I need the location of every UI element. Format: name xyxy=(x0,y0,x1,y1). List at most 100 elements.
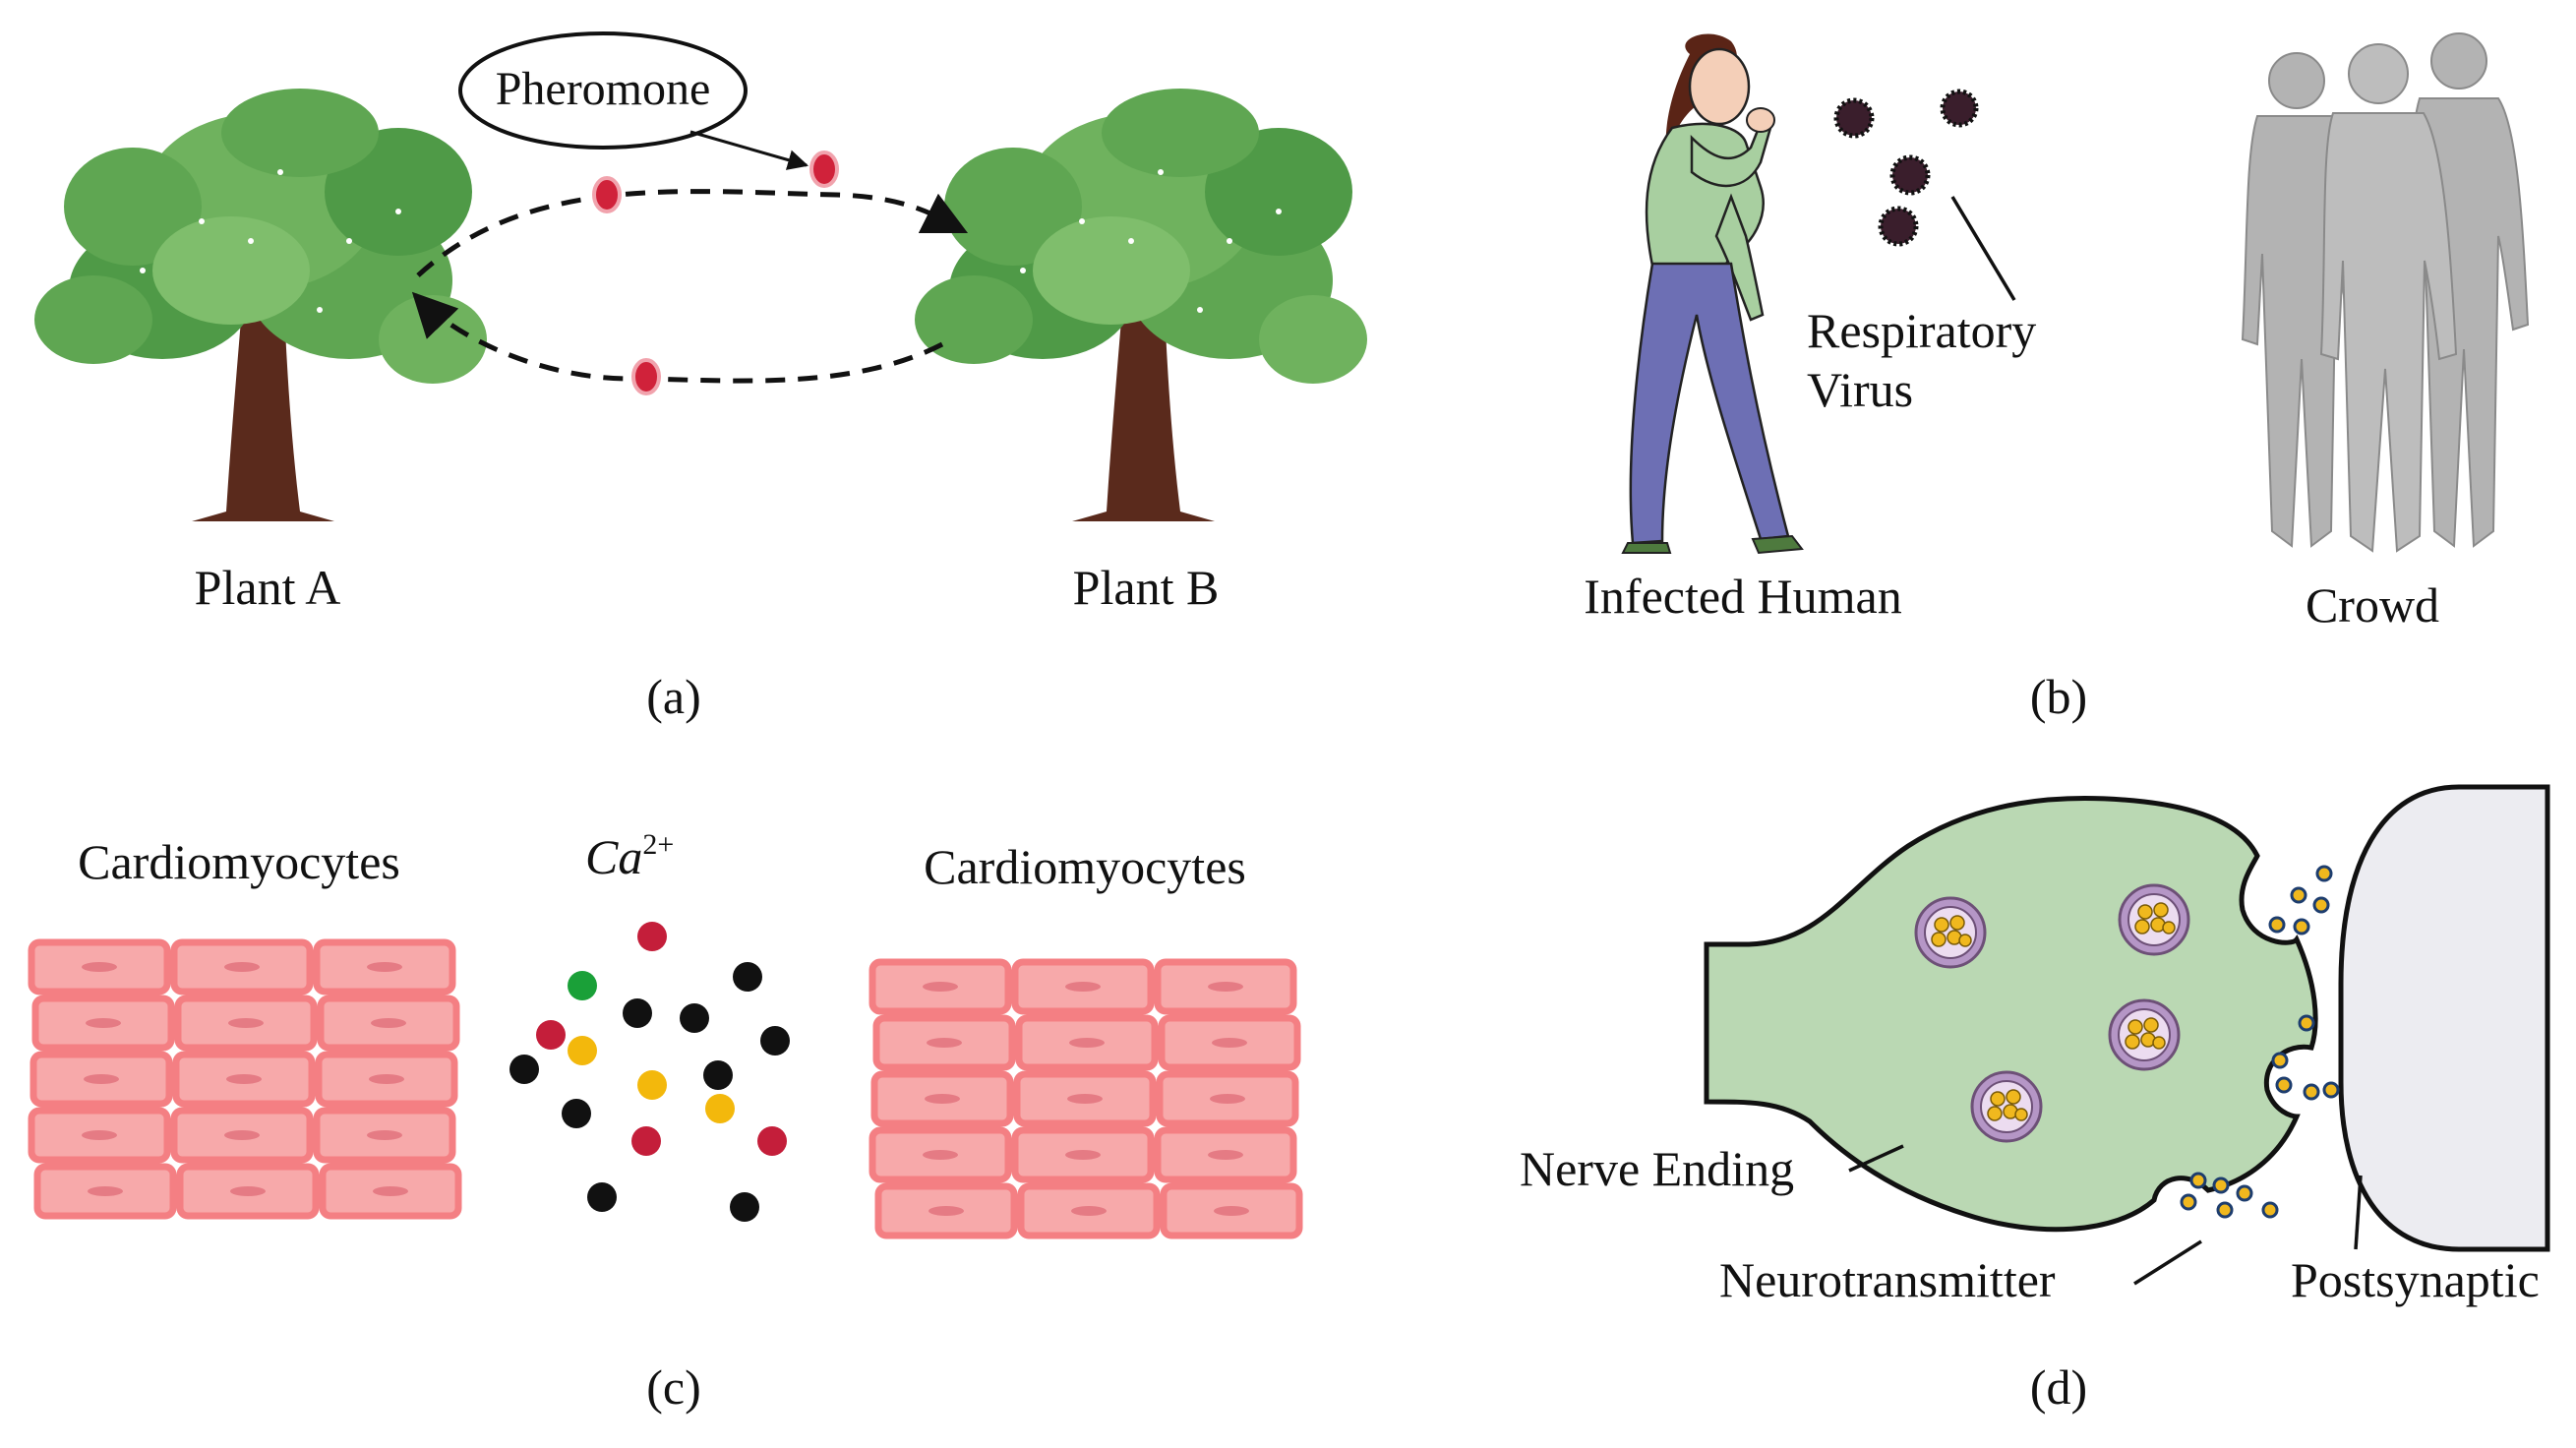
cardiomyocyte-cell xyxy=(313,1107,456,1164)
cell-nucleus xyxy=(927,1038,962,1048)
postsynaptic-pointer xyxy=(2354,1175,2363,1250)
cardiomyocyte-cell xyxy=(174,995,318,1052)
calcium-ion-dot xyxy=(509,1055,539,1084)
right-cardiomyocytes-label: Cardiomyocytes xyxy=(924,839,1246,894)
cardiomyocyte-cell xyxy=(1154,1126,1297,1183)
virus-icon xyxy=(1940,89,1979,128)
cell-nucleus xyxy=(1071,1206,1107,1216)
infected-human-label: Infected Human xyxy=(1584,569,1901,624)
cell-nucleus xyxy=(1210,1094,1245,1104)
panel-a-caption: (a) xyxy=(646,669,701,724)
plant-b-label: Plant B xyxy=(1073,560,1220,615)
pheromone-dot xyxy=(592,176,622,213)
plant-b-tree-icon xyxy=(915,89,1367,521)
pheromone-callout-pointer xyxy=(689,130,809,170)
cardiomyocyte-cell xyxy=(315,1051,458,1108)
pheromone-label: Pheromone xyxy=(496,63,711,115)
cardiomyocyte-cell xyxy=(1013,1070,1157,1127)
cardiomyocyte-cell xyxy=(1015,1014,1159,1071)
cardiomyocyte-cell xyxy=(1017,1182,1161,1239)
panel-c-caption: (c) xyxy=(646,1359,701,1415)
cardiomyocyte-cell xyxy=(172,1051,316,1108)
virus-pointer-line xyxy=(1950,196,2016,301)
cardiomyocyte-cell xyxy=(28,938,171,996)
calcium-ion-dot xyxy=(587,1182,617,1212)
cell-nucleus xyxy=(923,1150,958,1160)
virus-icon xyxy=(1878,206,1919,247)
panel-a: Pheromone Plant A Plant B (a) xyxy=(34,31,1367,724)
cardiomyocyte-cell xyxy=(1160,1182,1303,1239)
cardiomyocyte-tissue-right xyxy=(869,958,1303,1239)
cardiomyocyte-cell xyxy=(313,938,456,996)
cell-nucleus xyxy=(230,1186,266,1196)
panel-b: Respiratory Virus Infected Human Crowd (… xyxy=(1584,32,2530,724)
cardiomyocyte-cell xyxy=(30,1051,173,1108)
plant-a-tree-icon xyxy=(34,89,487,521)
cell-nucleus xyxy=(1212,1038,1247,1048)
virus-icon xyxy=(1833,97,1875,139)
pheromone-callout-bubble xyxy=(458,31,748,150)
cell-nucleus xyxy=(1214,1206,1249,1216)
nerve-ending-label: Nerve Ending xyxy=(1520,1141,1794,1196)
cell-nucleus xyxy=(371,1018,406,1028)
postsynaptic-label: Postsynaptic xyxy=(2291,1252,2540,1307)
calcium-ion-dot xyxy=(631,1126,661,1156)
ion-cluster xyxy=(509,922,790,1222)
cardiomyocyte-cell xyxy=(872,1014,1016,1071)
cardiomyocyte-cell xyxy=(874,1182,1018,1239)
cell-nucleus xyxy=(367,962,402,972)
cardiomyocyte-cell xyxy=(1011,958,1155,1015)
exchange-arrow-b-to-a xyxy=(411,291,944,384)
cell-nucleus xyxy=(929,1206,964,1216)
panel-c: Cardiomyocytes Cardiomyocytes Ca2+ (c) xyxy=(28,828,1303,1415)
cardiomyocyte-cell xyxy=(176,1163,320,1220)
panel-d: Nerve Ending Neurotransmitter Postsynapt… xyxy=(1520,784,2550,1415)
calcium-ion-dot xyxy=(568,1036,597,1065)
cell-nucleus xyxy=(369,1074,404,1084)
calcium-ion-dot xyxy=(562,1099,591,1128)
calcium-ion-dot xyxy=(703,1060,733,1090)
cell-nucleus xyxy=(88,1186,123,1196)
virus-particles xyxy=(1833,89,1979,247)
nerve-ending xyxy=(1704,795,2318,1233)
cardiomyocyte-cell xyxy=(1158,1014,1301,1071)
cell-nucleus xyxy=(1069,1038,1105,1048)
cell-nucleus xyxy=(925,1094,960,1104)
cardiomyocyte-cell xyxy=(317,995,460,1052)
virus-label-line2: Virus xyxy=(1807,362,1913,417)
calcium-ion-dot xyxy=(637,922,667,951)
calcium-ion-dot xyxy=(730,1192,759,1222)
cell-nucleus xyxy=(1208,982,1243,992)
cardiomyocyte-cell xyxy=(28,1107,171,1164)
cardiomyocyte-cell xyxy=(1011,1126,1155,1183)
virus-icon xyxy=(1889,154,1931,196)
cardiomyocyte-cell xyxy=(33,1163,177,1220)
infected-human-icon xyxy=(1621,33,1804,555)
cell-nucleus xyxy=(226,1074,262,1084)
cardiomyocyte-cell xyxy=(31,995,175,1052)
calcium-ion-dot xyxy=(760,1026,790,1056)
cardiomyocyte-cell xyxy=(869,1126,1012,1183)
left-cardiomyocytes-label: Cardiomyocytes xyxy=(78,834,400,889)
calcium-ion-dot xyxy=(705,1094,735,1123)
synaptic-vesicle xyxy=(1970,1070,2043,1143)
calcium-ion-dot xyxy=(623,998,652,1028)
cell-nucleus xyxy=(1208,1150,1243,1160)
crowd-icon xyxy=(2241,32,2530,553)
exchange-arrow-a-to-b xyxy=(416,189,969,277)
cardiomyocyte-cell xyxy=(870,1070,1014,1127)
cell-nucleus xyxy=(1065,1150,1101,1160)
cell-nucleus xyxy=(1067,1094,1103,1104)
crowd-label: Crowd xyxy=(2306,577,2439,633)
cell-nucleus xyxy=(373,1186,408,1196)
cell-nucleus xyxy=(82,962,117,972)
nerve-ending-pointer xyxy=(1848,1144,1904,1173)
calcium-ion-label: Ca2+ xyxy=(585,828,674,884)
calcium-ion-dot xyxy=(680,1003,709,1033)
cell-nucleus xyxy=(224,1130,260,1140)
cardiomyocyte-cell xyxy=(1154,958,1297,1015)
cell-nucleus xyxy=(367,1130,402,1140)
synaptic-vesicle xyxy=(1914,896,1987,969)
cardiomyocyte-tissue-left xyxy=(28,938,462,1220)
